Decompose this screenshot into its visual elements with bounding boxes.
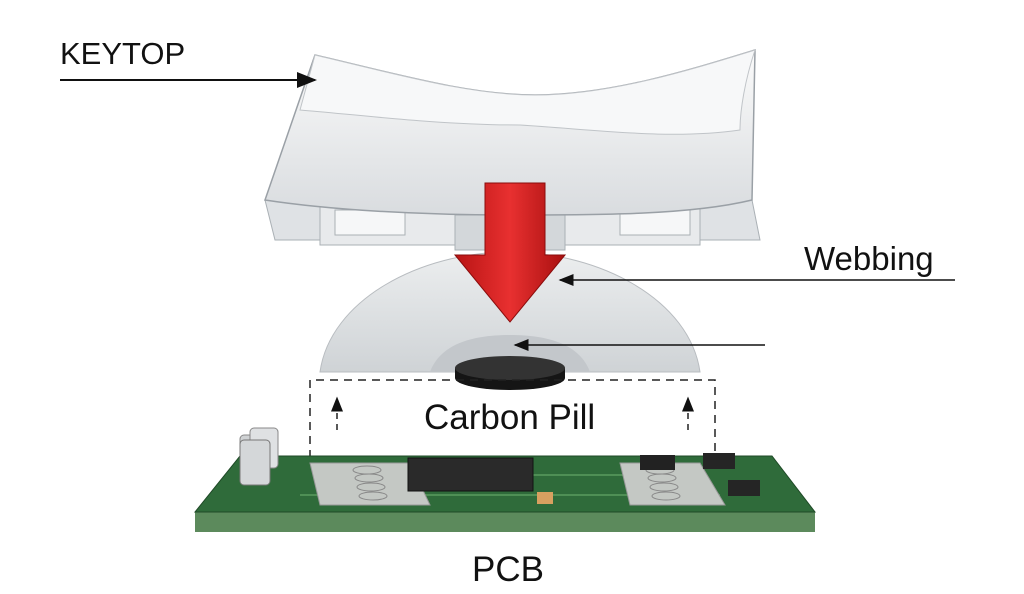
pcb-label: PCB bbox=[472, 550, 544, 589]
contact-gap-bracket bbox=[309, 379, 716, 458]
carbon-pill bbox=[455, 356, 565, 390]
webbing-label: Webbing bbox=[804, 240, 934, 277]
keytop-label: KEYTOP bbox=[60, 36, 186, 71]
press-arrow-icon bbox=[453, 182, 567, 323]
carbon-pill-label: Carbon Pill bbox=[424, 398, 596, 437]
pcb-board bbox=[193, 427, 817, 532]
